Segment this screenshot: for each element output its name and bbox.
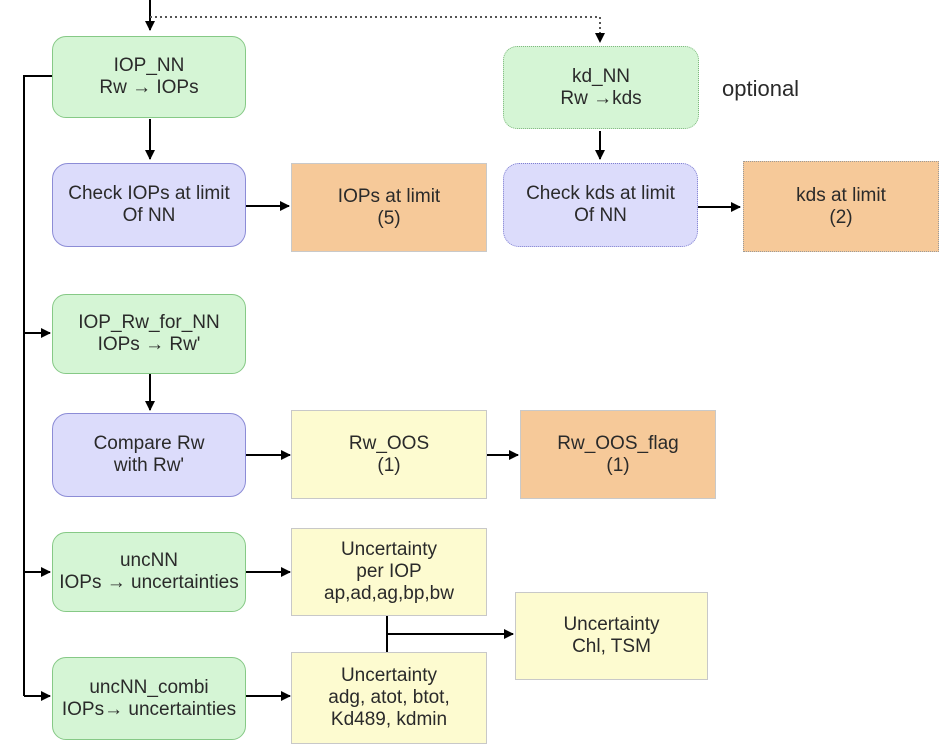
node-iop-nn-line2: Rw → IOPs bbox=[99, 77, 199, 98]
node-unc-per-iop-line1: Uncertainty bbox=[340, 539, 438, 560]
node-check-iops: Check IOPs at limit Of NN bbox=[52, 163, 246, 247]
node-unc-combi-line2: adg, atot, btot, bbox=[328, 687, 450, 708]
node-unc-combi-line1: Uncertainty bbox=[340, 665, 438, 686]
node-kd-nn: kd_NN Rw →kds bbox=[503, 46, 699, 129]
node-uncnn-combi-line2: IOPs→ uncertainties bbox=[61, 698, 237, 720]
node-rw-oos-line2: (1) bbox=[377, 454, 401, 476]
node-iop-nn-line1: IOP_NN bbox=[113, 55, 185, 76]
node-kd-nn-line1: kd_NN bbox=[571, 65, 631, 87]
node-iop-rw-for-nn-line1: IOP_Rw_for_NN bbox=[78, 312, 220, 333]
node-check-iops-line2: Of NN bbox=[122, 205, 176, 226]
node-iop-rw-for-nn: IOP_Rw_for_NN IOPs → Rw' bbox=[52, 294, 246, 374]
node-check-kds-line1: Check kds at limit bbox=[526, 183, 675, 204]
node-compare-rw-line1: Compare Rw bbox=[93, 433, 205, 454]
node-kds-at-limit-line2: (2) bbox=[829, 206, 853, 228]
node-uncnn-combi-line1: uncNN_combi bbox=[89, 676, 209, 698]
node-compare-rw-line2: with Rw' bbox=[113, 455, 185, 476]
node-check-iops-line1: Check IOPs at limit bbox=[68, 183, 230, 204]
node-rw-oos-flag-line1: Rw_OOS_flag bbox=[557, 432, 679, 454]
node-rw-oos-flag-line2: (1) bbox=[606, 454, 630, 476]
node-unc-per-iop-line2: per IOP bbox=[356, 561, 422, 582]
node-iop-nn: IOP_NN Rw → IOPs bbox=[52, 36, 246, 118]
node-rw-oos-line1: Rw_OOS bbox=[348, 432, 430, 454]
node-uncnn-line2: IOPs → uncertainties bbox=[59, 572, 239, 593]
node-uncnn-combi: uncNN_combi IOPs→ uncertainties bbox=[52, 657, 246, 740]
node-iops-at-limit-line2: (5) bbox=[377, 207, 401, 229]
node-kds-at-limit: kds at limit (2) bbox=[743, 161, 939, 252]
optional-note: optional bbox=[722, 76, 800, 101]
node-iops-at-limit-line1: IOPs at limit bbox=[337, 185, 441, 207]
node-unc-chl-tsm-line1: Uncertainty bbox=[563, 614, 660, 635]
dotted-arrow-kd-nn bbox=[150, 16, 605, 43]
node-kd-nn-line2: Rw →kds bbox=[560, 87, 642, 109]
node-kds-at-limit-line1: kds at limit bbox=[796, 184, 886, 206]
node-check-kds-line2: Of NN bbox=[574, 205, 627, 226]
node-compare-rw: Compare Rw with Rw' bbox=[52, 413, 246, 497]
node-unc-combi: Uncertainty adg, atot, btot, Kd489, kdmi… bbox=[291, 652, 487, 744]
node-unc-combi-line3: Kd489, kdmin bbox=[330, 709, 448, 730]
node-iop-rw-for-nn-line2: IOPs → Rw' bbox=[97, 334, 201, 355]
node-unc-per-iop-line3: ap,ad,ag,bp,bw bbox=[324, 583, 454, 604]
node-uncnn: uncNN IOPs → uncertainties bbox=[52, 532, 246, 612]
trunk-line bbox=[23, 75, 52, 696]
node-unc-per-iop: Uncertainty per IOP ap,ad,ag,bp,bw bbox=[291, 528, 487, 616]
node-iops-at-limit: IOPs at limit (5) bbox=[291, 163, 487, 252]
node-unc-chl-tsm: Uncertainty Chl, TSM bbox=[515, 592, 708, 680]
node-rw-oos: Rw_OOS (1) bbox=[291, 410, 487, 499]
node-check-kds: Check kds at limit Of NN bbox=[503, 163, 698, 247]
node-rw-oos-flag: Rw_OOS_flag (1) bbox=[520, 410, 716, 499]
node-unc-chl-tsm-line2: Chl, TSM bbox=[572, 636, 651, 657]
node-uncnn-line1: uncNN bbox=[119, 550, 179, 571]
